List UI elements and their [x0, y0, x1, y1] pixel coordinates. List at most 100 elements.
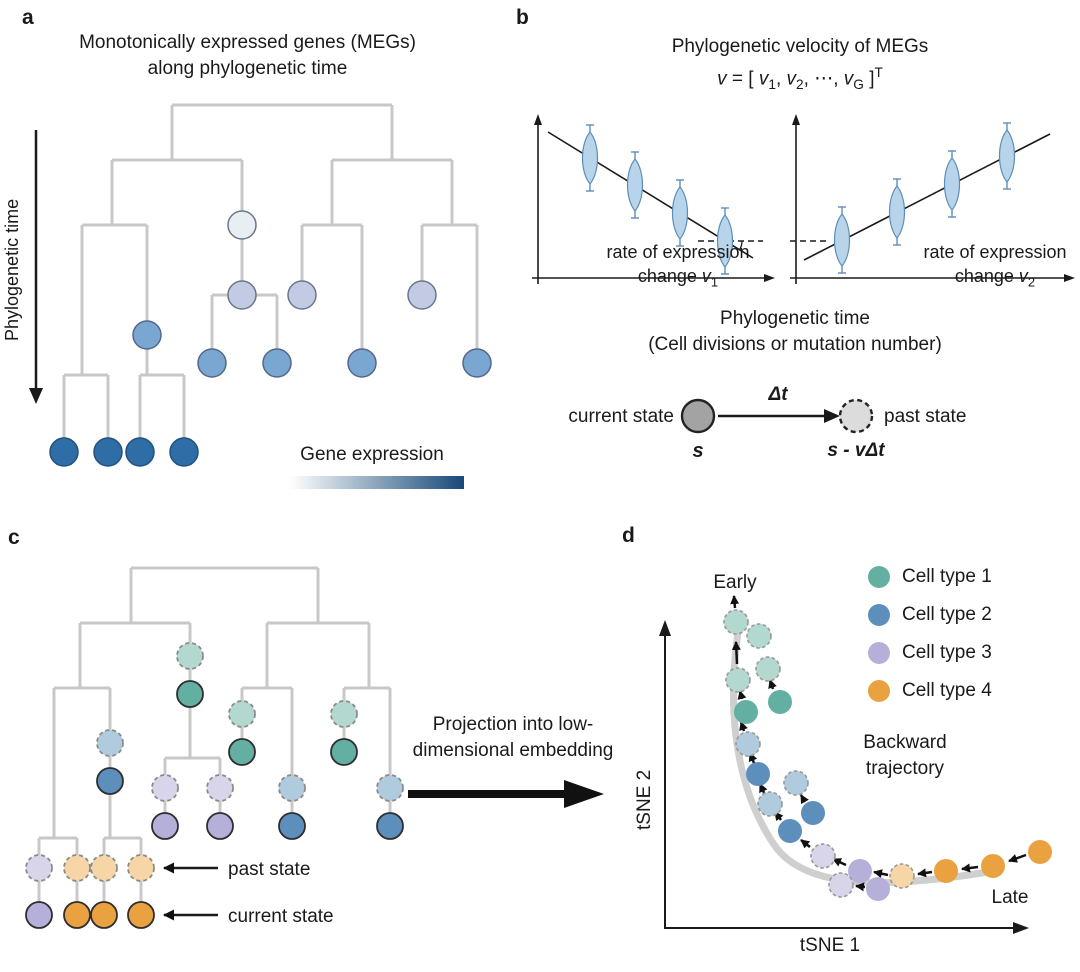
violin: [671, 186, 689, 240]
tree-a-node-dark: [125, 437, 155, 467]
current-state-node-blue: [278, 812, 306, 840]
cell-teal-past: [755, 656, 781, 682]
current-state-node-blue: [376, 812, 404, 840]
delta-t-label: Δt: [768, 384, 788, 405]
formula-close: ]: [863, 68, 875, 90]
state-transition-diagram: [680, 398, 874, 434]
phylogenetic-tree-a: [49, 103, 492, 467]
current-state-node-teal: [330, 738, 358, 766]
cell-type-2-swatch: [868, 604, 890, 626]
tree-a-nodes: [49, 210, 492, 467]
x-axis-arrow: [1064, 274, 1075, 282]
past-state-formula: s - vΔt: [801, 438, 911, 464]
tree-a-branches: [62, 103, 479, 438]
cell-orange-current: [934, 859, 958, 883]
panel-c-current-state-label: current state: [228, 906, 334, 927]
tree-a-node-medium: [262, 348, 292, 378]
panel-b-formula: v = [ v1, v2, ⋯, vG ]T: [570, 60, 1030, 98]
plot2-caption-line2: change v2: [915, 264, 1075, 295]
cell-lavender-current: [848, 859, 872, 883]
panel-a-title: Monotonically expressed genes (MEGs) alo…: [25, 30, 470, 82]
current-state-symbol: s: [692, 440, 704, 462]
y-axis-arrow: [792, 114, 800, 125]
tree-c-branches: [37, 566, 392, 904]
cell-blue-past: [783, 770, 809, 796]
projection-caption: Projection into low- dimensional embeddi…: [388, 712, 638, 764]
panel-a-title-line2: along phylogenetic time: [147, 58, 348, 79]
formula-sg: G: [853, 77, 864, 93]
cell-type-legend: Cell type 1 Cell type 2 Cell type 3 Cell…: [868, 558, 992, 710]
panel-b-title: Phylogenetic velocity of MEGs: [671, 36, 929, 57]
xaxis-line2: (Cell divisions or mutation number): [648, 334, 942, 355]
cell-teal-past: [746, 623, 772, 649]
cell-blue-past: [735, 731, 761, 757]
violin: [716, 214, 734, 268]
trajectory-cells: [723, 609, 1052, 901]
plot1-caption-line2: change v1: [592, 264, 764, 295]
formula-c2: , ⋯,: [803, 68, 844, 90]
tsne2-axis-label: tSNE 2: [634, 769, 655, 831]
current-state-label: current state: [568, 406, 674, 427]
violin: [998, 129, 1016, 183]
formula-v: v: [717, 68, 727, 90]
plot1-var: v: [701, 266, 711, 286]
delta-t-arrow-head: [824, 409, 840, 423]
cell-blue-current: [778, 819, 802, 843]
cell-type-3-swatch: [868, 642, 890, 664]
tree-a-node-dark: [93, 437, 123, 467]
violin: [581, 131, 599, 185]
plot1-sub: 1: [710, 274, 719, 290]
formula-sup: T: [874, 65, 883, 80]
cell-lavender-past: [810, 843, 836, 869]
backward-trajectory-line1: Backward: [863, 732, 947, 753]
cell-blue-current: [746, 762, 770, 786]
past-state-node-orange: [90, 854, 118, 882]
cell-type-1-swatch: [868, 566, 890, 588]
violin: [888, 185, 906, 239]
cell-orange-past: [889, 863, 915, 889]
cell-lavender-current: [866, 877, 890, 901]
violin: [833, 213, 851, 267]
projection-arrow-head: [564, 780, 604, 808]
past-state-node-teal: [228, 700, 256, 728]
past-state-node-teal: [176, 642, 204, 670]
plot2-sub: 2: [1027, 274, 1036, 290]
formula-c1: ,: [775, 68, 787, 90]
projection-arrow: [408, 780, 604, 808]
y-axis-arrow: [534, 114, 542, 125]
cell-type-1-label: Cell type 1: [902, 566, 992, 587]
panel-a-label: a: [22, 6, 34, 29]
late-label: Late: [991, 887, 1029, 908]
tree-a-node-medium: [347, 348, 377, 378]
tree-a-node-dark: [49, 437, 79, 467]
tree-a-node-medium: [462, 348, 492, 378]
backward-trajectory-line2: trajectory: [865, 758, 945, 779]
panel-b-label: b: [516, 6, 529, 29]
formula-v2: v: [786, 68, 797, 90]
phylogenetic-time-axis-label: Phylogenetic time: [2, 198, 22, 342]
phylogenetic-tree-c: [25, 566, 404, 929]
gene-expression-label: Gene expression: [300, 444, 444, 465]
y-axis-arrow: [659, 620, 671, 636]
pf-s: s: [827, 440, 838, 461]
past-state-node-blue: [376, 774, 404, 802]
plot2-var: v: [1018, 266, 1028, 286]
panel-d-label: d: [622, 524, 635, 547]
plot2-caption-line1: rate of expression: [923, 242, 1067, 262]
phylogenetic-time-arrow: [29, 130, 43, 404]
tree-a-node-light: [287, 280, 317, 310]
x-axis-arrow: [764, 274, 775, 282]
panel-c-label: c: [8, 526, 20, 549]
tree-a-node-dark: [169, 437, 199, 467]
past-state-node-orange: [127, 854, 155, 882]
plot1-caption-change: change: [637, 266, 702, 286]
past-state-node-blue: [96, 729, 124, 757]
current-state-node-orange: [127, 901, 155, 929]
current-state-node-lavender: [25, 901, 53, 929]
tree-a-node-medium: [132, 320, 162, 350]
tree-c-nodes: [25, 642, 404, 929]
plot2-caption-change: change: [954, 266, 1019, 286]
current-state-node-teal: [176, 680, 204, 708]
current-state-node: [680, 398, 716, 434]
